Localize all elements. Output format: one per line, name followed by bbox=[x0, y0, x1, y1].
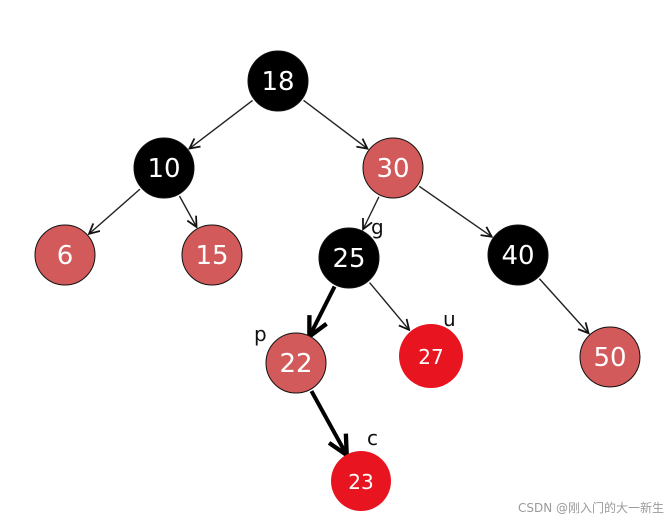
node-tags: g p u c bbox=[254, 215, 456, 450]
node-circle bbox=[362, 137, 424, 199]
tree-node-18: 18 bbox=[247, 50, 309, 112]
node-circle bbox=[34, 224, 96, 286]
tree-edges bbox=[89, 99, 589, 453]
node-tag-g: g bbox=[371, 215, 384, 239]
tree-node-50: 50 bbox=[579, 326, 641, 388]
edge-40-50 bbox=[538, 278, 588, 333]
node-tag-c: c bbox=[367, 426, 378, 450]
tree-node-22: 22 bbox=[265, 332, 327, 394]
edge-30-25 bbox=[363, 196, 380, 230]
node-circle bbox=[181, 224, 243, 286]
edge-10-6 bbox=[89, 188, 141, 234]
node-label: 50 bbox=[593, 343, 626, 373]
node-circle bbox=[399, 324, 463, 388]
node-tag-p: p bbox=[254, 322, 267, 346]
tree-node-25: 25 bbox=[318, 227, 380, 289]
tree-node-6: 6 bbox=[34, 224, 96, 286]
node-label: 27 bbox=[418, 345, 443, 369]
tree-node-23: 23 bbox=[331, 451, 391, 511]
node-label: 15 bbox=[195, 241, 228, 271]
node-circle bbox=[247, 50, 309, 112]
tree-node-40: 40 bbox=[487, 224, 549, 286]
node-label: 22 bbox=[279, 349, 312, 379]
node-circle bbox=[331, 451, 391, 511]
edge-18-10 bbox=[189, 99, 253, 148]
node-tag-u: u bbox=[443, 307, 456, 331]
tree-nodes: 18 10 30 6 15 25 40 22 27 50 23 bbox=[34, 50, 641, 511]
tree-node-10: 10 bbox=[133, 137, 195, 199]
node-label: 25 bbox=[332, 244, 365, 274]
node-circle bbox=[265, 332, 327, 394]
node-circle bbox=[133, 137, 195, 199]
node-label: 18 bbox=[261, 67, 294, 97]
node-circle bbox=[579, 326, 641, 388]
node-label: 10 bbox=[147, 154, 180, 184]
node-circle bbox=[487, 224, 549, 286]
edge-30-40 bbox=[418, 185, 491, 236]
node-label: 6 bbox=[57, 241, 74, 271]
edge-25-27 bbox=[368, 282, 410, 330]
tree-node-30: 30 bbox=[362, 137, 424, 199]
tree-node-27: 27 bbox=[399, 324, 463, 388]
tree-node-15: 15 bbox=[181, 224, 243, 286]
node-label: 40 bbox=[501, 241, 534, 271]
watermark: CSDN @刚入门的大一新生 bbox=[517, 501, 664, 515]
node-circle bbox=[318, 227, 380, 289]
node-label: 23 bbox=[348, 470, 373, 494]
edge-10-15 bbox=[178, 195, 196, 227]
edge-25-22 bbox=[310, 285, 337, 335]
node-label: 30 bbox=[376, 154, 409, 184]
edge-22-23 bbox=[309, 390, 345, 453]
edge-18-30 bbox=[303, 99, 368, 148]
